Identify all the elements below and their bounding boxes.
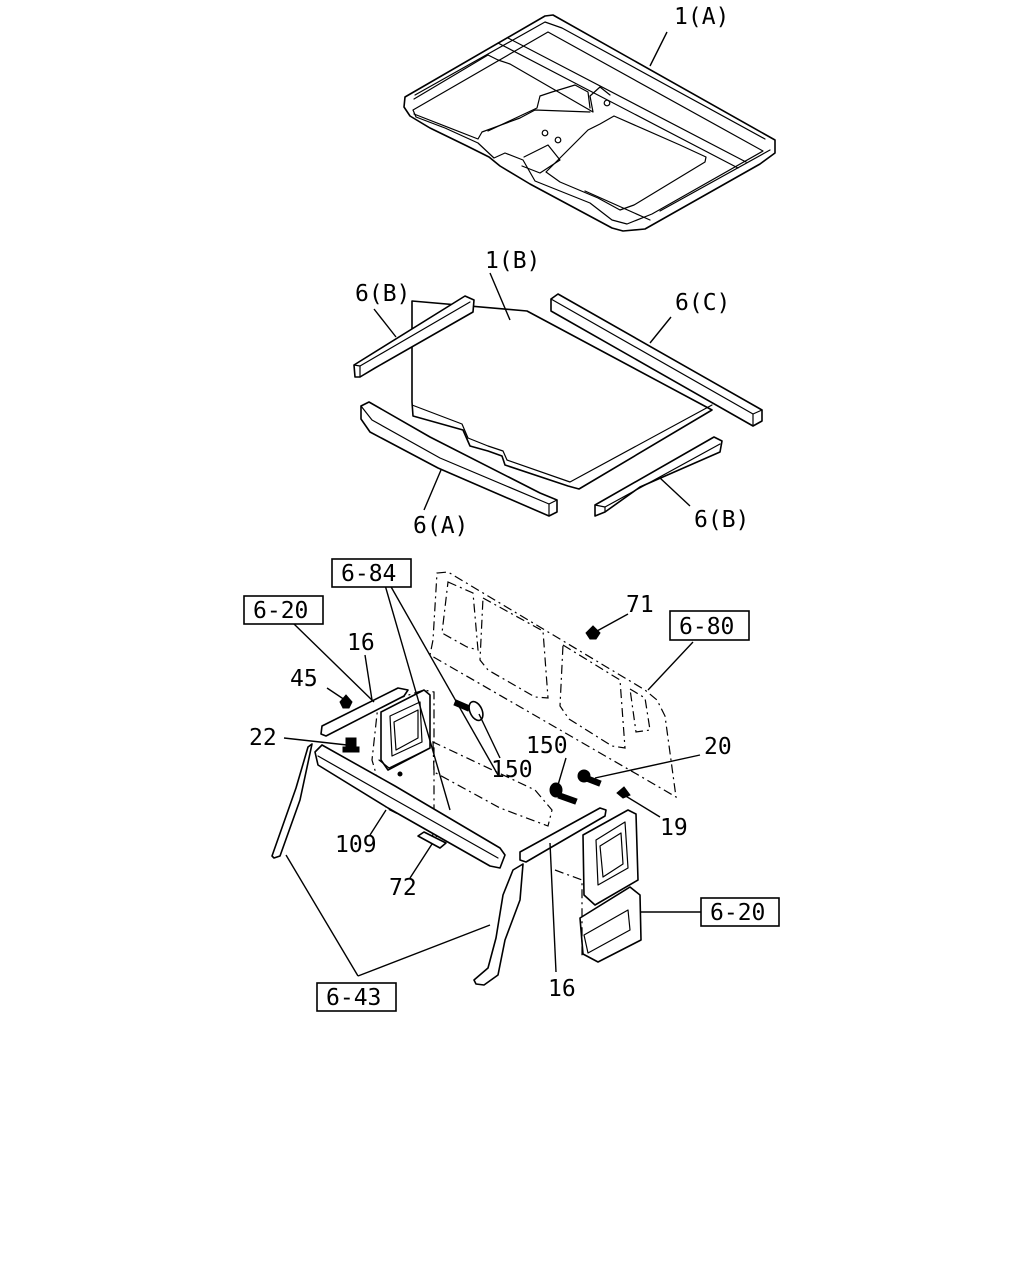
leader-6b-right xyxy=(659,477,691,507)
rear-wall-panel xyxy=(429,571,677,827)
leader-1a xyxy=(649,31,668,67)
ref-box-6-80 xyxy=(669,610,750,641)
part-label-16-upper: 16 xyxy=(347,630,375,656)
fastener-19 xyxy=(616,786,631,799)
trim-strip-6b-left xyxy=(353,295,475,378)
fastener-45 xyxy=(339,694,353,709)
part-label-45: 45 xyxy=(290,666,318,692)
leader-1b xyxy=(489,272,511,321)
part-label-16-lower: 16 xyxy=(548,976,576,1002)
ref-label-6-43: 6-43 xyxy=(326,985,381,1011)
part-label-1a: 1(A) xyxy=(674,4,729,30)
part-label-6a: 6(A) xyxy=(413,513,468,539)
leader-6a xyxy=(423,469,442,511)
fastener-22 xyxy=(342,737,360,753)
ref-label-6-84: 6-84 xyxy=(341,561,396,587)
ref-box-6-20-left xyxy=(243,595,324,625)
ref-box-6-84 xyxy=(331,558,412,588)
leaders-lower xyxy=(283,584,701,977)
trim-strip-16-lower xyxy=(519,807,607,863)
part-label-20: 20 xyxy=(704,734,732,760)
part-label-150-left: 150 xyxy=(491,757,533,783)
trim-strip-6a xyxy=(360,401,558,517)
part-label-109: 109 xyxy=(335,832,377,858)
ref-box-6-20-right xyxy=(700,897,780,927)
ref-label-6-80: 6-80 xyxy=(679,614,734,640)
fastener-20 xyxy=(577,769,602,787)
part-label-6b-right: 6(B) xyxy=(694,507,749,533)
trim-strip-6c xyxy=(550,293,763,427)
part-label-150-right: 150 xyxy=(526,733,568,759)
part-label-72: 72 xyxy=(389,875,417,901)
header-trim-109 xyxy=(314,744,506,869)
headliner-panel-1a xyxy=(403,14,776,232)
side-panel-right xyxy=(554,809,642,963)
part-label-1b: 1(B) xyxy=(485,248,540,274)
pillar-trim-right xyxy=(473,863,524,986)
fastener-71 xyxy=(585,625,601,640)
part-label-71: 71 xyxy=(626,592,654,618)
leader-6b-left xyxy=(373,308,397,338)
ref-box-6-43 xyxy=(316,982,397,1012)
fastener-150-right xyxy=(549,782,578,805)
leader-6c xyxy=(649,316,672,344)
part-label-6b-left: 6(B) xyxy=(355,281,410,307)
ref-label-6-20-right: 6-20 xyxy=(710,900,765,926)
pillar-trim-left xyxy=(271,743,313,859)
part-label-6c: 6(C) xyxy=(675,290,730,316)
fastener-150-left xyxy=(453,699,484,722)
trim-strip-6b-right xyxy=(594,436,723,517)
ref-label-6-20-left: 6-20 xyxy=(253,598,308,624)
trim-strip-16-upper xyxy=(320,687,409,737)
clip-72 xyxy=(417,831,447,849)
insulator-pad-1b xyxy=(411,300,713,490)
part-label-22: 22 xyxy=(249,725,277,751)
part-label-19: 19 xyxy=(660,815,688,841)
